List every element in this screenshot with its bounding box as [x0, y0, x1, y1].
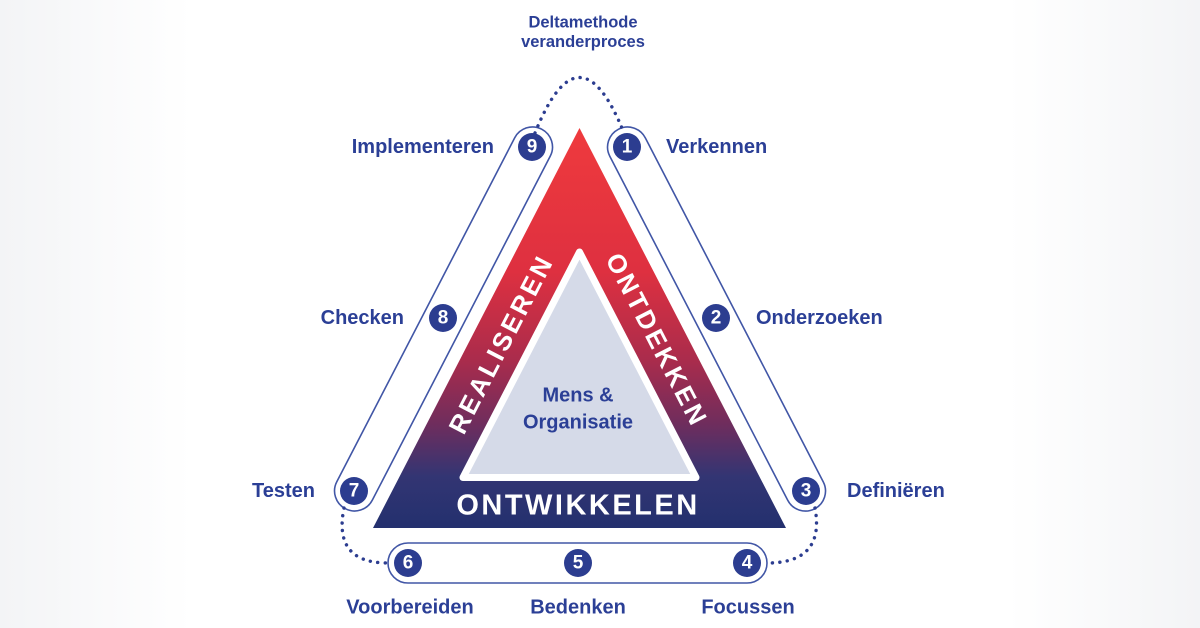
- step-4: 4 Focussen: [701, 549, 795, 619]
- step-6: 6 Voorbereiden: [346, 549, 474, 619]
- step-1: 1 Verkennen: [613, 133, 767, 161]
- step-8-number: 8: [438, 308, 449, 329]
- step-2-badge: [702, 304, 730, 332]
- step-4-number: 4: [742, 553, 753, 574]
- step-6-label: Voorbereiden: [346, 597, 473, 619]
- step-7-number: 7: [349, 481, 360, 502]
- step-1-number: 1: [622, 137, 633, 158]
- step-8-label: Checken: [321, 307, 404, 329]
- step-7-badge: [340, 477, 368, 505]
- step-2: 2 Onderzoeken: [702, 304, 883, 332]
- step-7-label: Testen: [252, 480, 315, 502]
- step-5-label: Bedenken: [530, 597, 626, 619]
- center-label-line2: Organisatie: [523, 412, 633, 434]
- step-3: 3 Definiëren: [792, 477, 945, 505]
- step-8-badge: [429, 304, 457, 332]
- step-5-badge: [564, 549, 592, 577]
- step-3-number: 3: [801, 481, 812, 502]
- dotted-connector-top: [533, 75, 626, 135]
- step-3-label: Definiëren: [847, 480, 945, 502]
- step-6-badge: [394, 549, 422, 577]
- step-4-badge: [733, 549, 761, 577]
- inner-triangle: [459, 248, 700, 481]
- step-1-badge: [613, 133, 641, 161]
- center-label-line1: Mens &: [542, 385, 613, 407]
- step-9-label: Implementeren: [352, 136, 494, 158]
- step-9-badge: [518, 133, 546, 161]
- step-2-label: Onderzoeken: [756, 307, 883, 329]
- step-7: 7 Testen: [252, 477, 368, 505]
- step-5: 5 Bedenken: [530, 549, 626, 619]
- step-5-number: 5: [573, 553, 584, 574]
- diagram-title-line1: Deltamethode: [528, 14, 637, 32]
- dotted-connector-bottom-left: [340, 506, 388, 565]
- step-2-number: 2: [711, 308, 722, 329]
- step-4-label: Focussen: [701, 597, 794, 619]
- diagram-title-line2: veranderproces: [521, 33, 645, 51]
- dotted-connector-bottom-right: [767, 506, 819, 565]
- track-bottom: [387, 542, 768, 584]
- phase-label-ontwikkelen: ONTWIKKELEN: [456, 490, 699, 522]
- step-9: 9 Implementeren: [352, 133, 546, 161]
- step-8: 8 Checken: [321, 304, 457, 332]
- step-9-number: 9: [527, 137, 538, 158]
- step-3-badge: [792, 477, 820, 505]
- step-1-label: Verkennen: [666, 136, 767, 158]
- step-6-number: 6: [403, 553, 414, 574]
